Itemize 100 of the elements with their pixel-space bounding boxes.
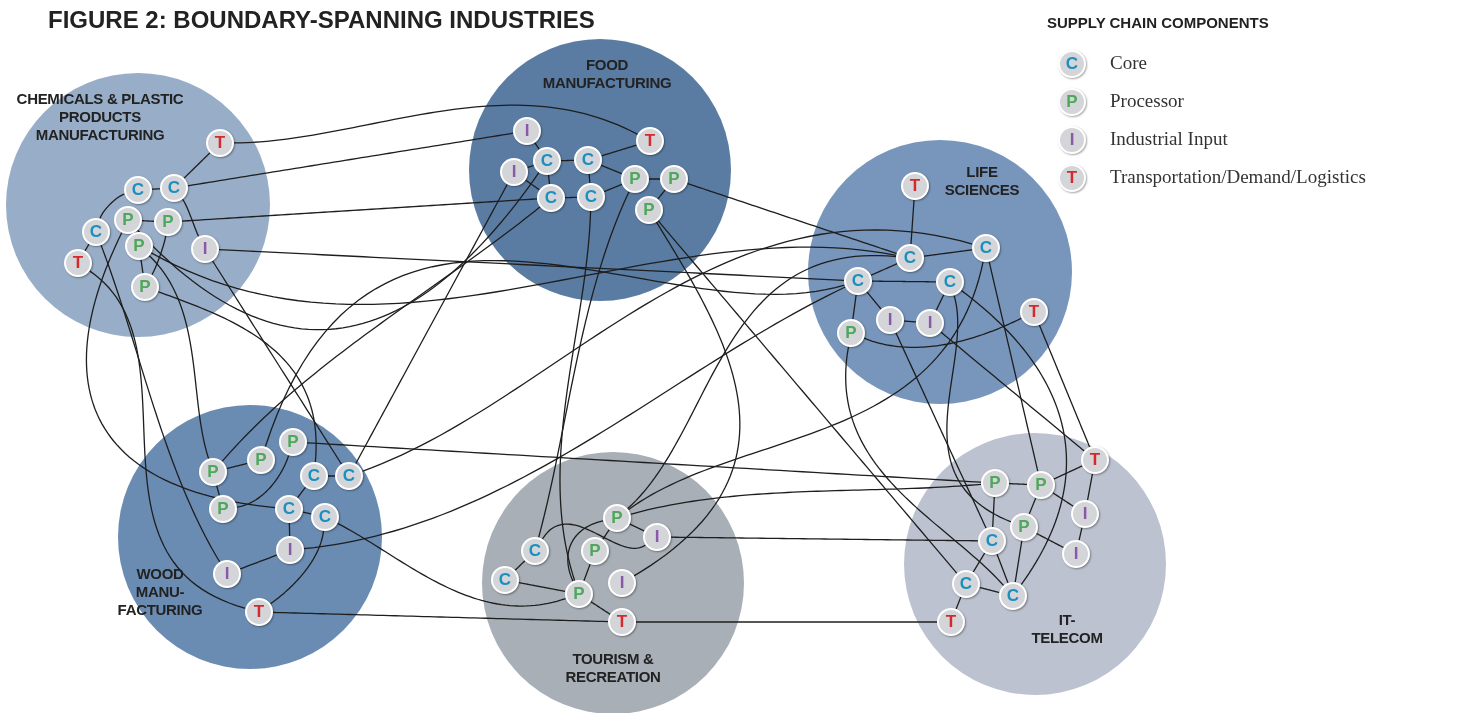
component-node: C [521,537,549,565]
connector-line [988,261,1039,472]
component-node: T [636,127,664,155]
connector-line [272,611,609,623]
connector-line [870,263,898,276]
connector-line [863,317,1023,348]
component-node: I [213,560,241,588]
component-node: C [936,268,964,296]
connector-line [960,289,1068,586]
connector-line [845,346,1005,587]
connector-line [183,152,211,179]
component-node: C [978,527,1006,555]
legend-heading: SUPPLY CHAIN COMPONENTS [1047,14,1269,31]
connector-line [686,182,898,255]
component-node: C [972,234,1000,262]
connector-line [590,601,611,615]
component-node: T [1081,446,1109,474]
component-node: P [279,428,307,456]
component-node: C [335,462,363,490]
component-node: C [577,183,605,211]
industry-label: FOOD MANUFACTURING [541,56,673,92]
connector-line [670,536,979,542]
connector-line [269,530,325,605]
component-node: C [82,218,110,246]
connector-line [301,511,313,515]
connector-line [151,188,161,190]
connector-line [538,191,630,539]
connector-line [567,520,604,582]
connector-line [514,560,526,571]
component-node: C [160,174,188,202]
component-node: C [999,582,1027,610]
component-node: I [500,158,528,186]
connector-line [903,320,917,323]
connector-line [1014,540,1023,583]
industry-label: CHEMICALS & PLASTIC PRODUCTS MANUFACTURING [15,90,185,144]
connector-line [992,496,995,528]
component-node: I [643,523,671,551]
industry-label: TOURISM & RECREATION [564,650,662,686]
connector-line [100,244,221,563]
component-node: I [513,117,541,145]
connector-line [600,144,638,157]
component-node: P [131,273,159,301]
connector-line [211,260,343,465]
component-node: C [844,267,872,295]
connector-line [327,475,336,477]
component-node: P [1027,471,1055,499]
component-node: T [206,129,234,157]
connector-line [216,484,220,497]
component-node: P [660,165,688,193]
component-node: T [1020,298,1048,326]
connector-line [627,261,984,511]
connector-line [181,198,538,222]
component-node: C [124,176,152,204]
connector-line [336,522,567,607]
legend-swatch: P [1058,88,1086,116]
legend-label: Industrial Input [1110,128,1228,150]
connector-line [1078,527,1083,541]
connector-line [626,254,897,510]
connector-line [946,294,1012,523]
connector-line [296,486,307,499]
connector-line [935,293,945,312]
connector-line [526,164,535,169]
component-node: P [154,208,182,236]
connector-line [151,235,167,276]
component-node: P [1010,513,1038,541]
legend-swatch: T [1058,164,1086,192]
component-node: C [574,146,602,174]
component-node: P [837,319,865,347]
connector-line [635,621,938,623]
connector-line [541,523,647,549]
connector-line [629,483,982,515]
legend-label: Core [1110,52,1147,74]
connector-line [88,270,247,609]
connector-line [602,528,610,541]
connector-line [518,581,566,593]
component-node: C [896,244,924,272]
component-node: I [191,235,219,263]
connector-line [157,291,317,463]
component-node: T [245,598,273,626]
connector-line [852,294,857,320]
connector-line [218,249,845,281]
component-node: C [300,462,328,490]
component-node: T [608,608,636,636]
component-node: C [952,570,980,598]
connector-line [264,259,846,448]
connector-line [895,332,987,529]
connector-line [288,522,291,537]
connector-line [633,221,741,577]
legend-label: Transportation/Demand/Logistics [1110,166,1366,188]
connector-line [1053,465,1083,480]
component-node: C [533,147,561,175]
connector-line [657,220,958,574]
component-node: C [275,495,303,523]
component-node: C [311,503,339,531]
connector-line [583,563,591,582]
legend-swatch: C [1058,50,1086,78]
connector-line [533,141,540,151]
component-node: I [916,309,944,337]
connector-line [1052,492,1074,507]
connector-line [303,286,846,550]
